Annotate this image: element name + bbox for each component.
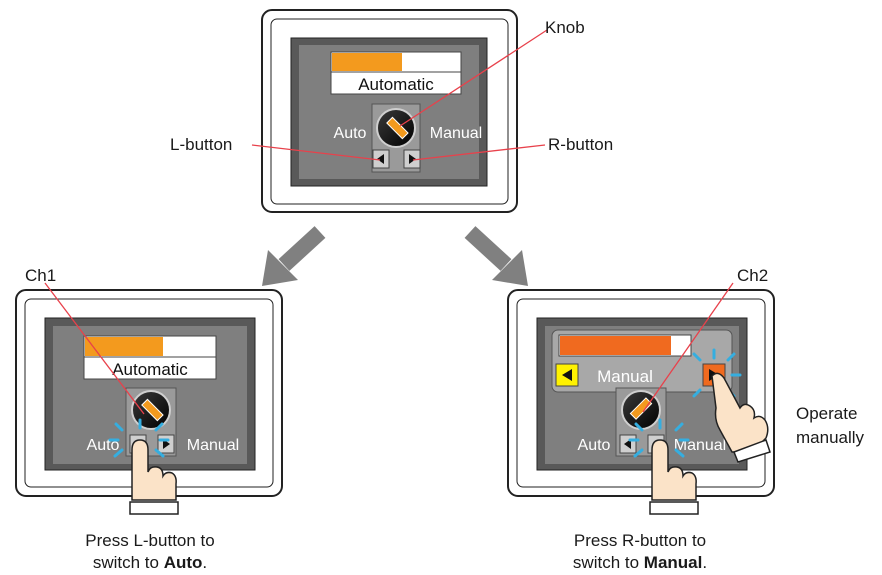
top-bar-fill bbox=[332, 53, 402, 71]
callout-knob: Knob bbox=[545, 18, 585, 37]
operate-note-line2: manually bbox=[796, 428, 865, 447]
left-caption-line2: switch to Auto. bbox=[50, 552, 250, 574]
left-caption-prefix: switch to bbox=[92, 553, 164, 572]
top-label-auto: Auto bbox=[334, 125, 367, 142]
left-knob-pointer bbox=[141, 398, 164, 422]
ch2-leader-line bbox=[642, 282, 734, 413]
callout-ch2: Ch2 bbox=[737, 266, 769, 285]
l-button-leader-line bbox=[251, 144, 381, 161]
arrow-left bbox=[262, 226, 326, 286]
left-bar-fill bbox=[85, 337, 163, 356]
knob-leader-line bbox=[399, 29, 548, 127]
left-caption-bold: Auto bbox=[163, 553, 203, 572]
right-caption-line2: switch to Manual. bbox=[540, 552, 740, 574]
right-caption-suffix: . bbox=[702, 553, 708, 572]
top-display-text: Automatic bbox=[358, 75, 434, 94]
operate-note-line1: Operate bbox=[796, 404, 858, 423]
operate-manually-note: Operate manually bbox=[796, 402, 864, 450]
callout-r-button: R-button bbox=[548, 135, 614, 154]
right-display-text: Manual bbox=[597, 367, 653, 386]
right-caption-prefix: switch to bbox=[572, 553, 644, 572]
right-hand-icon bbox=[649, 439, 699, 515]
left-hand-icon bbox=[129, 439, 179, 515]
callout-ch1: Ch1 bbox=[25, 266, 57, 285]
left-display-text: Automatic bbox=[112, 360, 188, 379]
top-device: Automatic Auto Manual bbox=[261, 9, 518, 213]
right-caption-bold: Manual bbox=[643, 553, 703, 572]
r-button-leader-line bbox=[412, 144, 546, 161]
right-label-auto: Auto bbox=[578, 437, 611, 454]
operate-hand-icon bbox=[711, 372, 771, 463]
top-label-manual: Manual bbox=[430, 125, 482, 142]
right-touch-burst bbox=[628, 418, 690, 458]
left-touch-burst bbox=[108, 418, 170, 458]
left-caption: Press L-button to switch to Auto. bbox=[50, 530, 250, 574]
right-caption: Press R-button to switch to Manual. bbox=[540, 530, 740, 574]
left-label-manual: Manual bbox=[187, 437, 239, 454]
left-caption-line1: Press L-button to bbox=[85, 531, 215, 550]
callout-l-button: L-button bbox=[170, 135, 233, 154]
right-caption-line1: Press R-button to bbox=[573, 531, 707, 550]
top-display bbox=[330, 71, 462, 95]
ch1-leader-line bbox=[44, 282, 145, 415]
left-device: Automatic Auto Manual bbox=[15, 289, 283, 497]
right-bar-fill bbox=[560, 336, 671, 355]
left-display bbox=[83, 356, 217, 380]
left-caption-suffix: . bbox=[202, 553, 208, 572]
arrow-right bbox=[464, 226, 528, 286]
right-device: Manual Auto Manual bbox=[507, 289, 775, 497]
